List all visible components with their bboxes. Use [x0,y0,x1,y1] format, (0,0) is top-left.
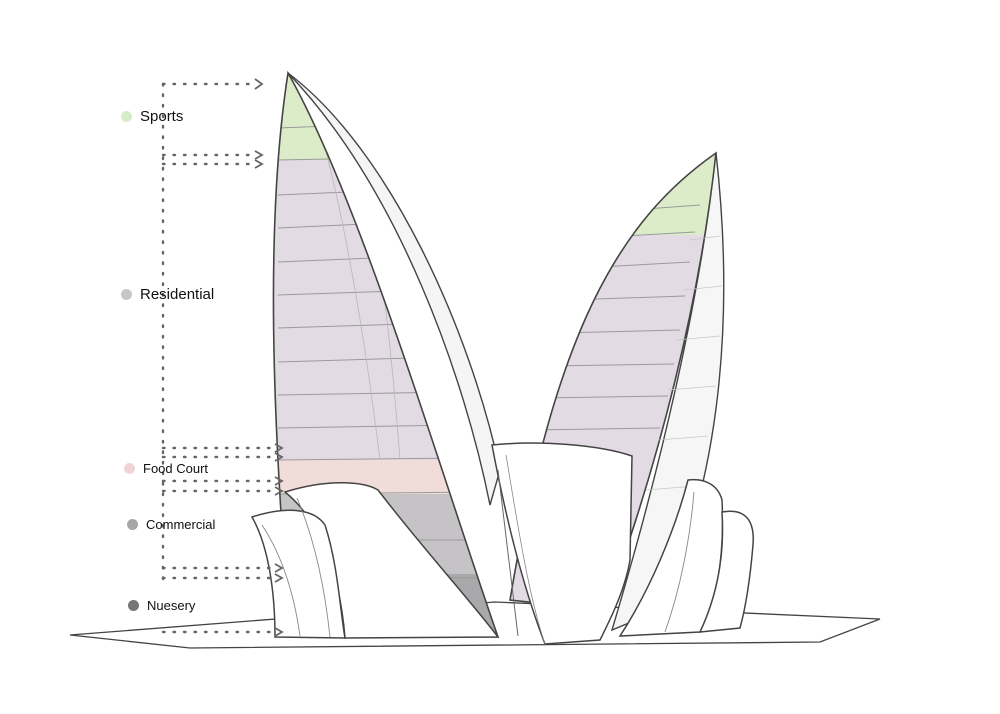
leader-arrowheads [254,78,284,637]
right-tower-fin [610,152,725,632]
legend-item-nursery: Nuesery [128,598,195,613]
left-zone-sports [273,73,498,130]
central-podium [491,442,633,645]
legend-label-nursery: Nuesery [147,598,196,613]
legend-item-sports: Sports [121,108,183,125]
right-zone-sports [510,153,716,235]
legend-dot-sports [121,111,132,122]
legend-dot-food-court [124,463,135,474]
left-tower-fin [287,72,501,506]
legend-item-commercial: Commercial [127,517,215,532]
legend-label-food-court: Food Court [143,461,209,476]
legend-dot-commercial [127,519,138,530]
legend-dot-residential [121,289,132,300]
right-outer-shell [698,510,754,633]
left-zone-sports-upper [273,130,498,160]
legend-item-residential: Residential [121,286,214,303]
left-zone-food-court [273,460,498,494]
legend-label-commercial: Commercial [146,517,216,532]
legend-leader-lines [161,82,274,634]
legend-item-food-court: Food Court [124,461,208,476]
legend-label-sports: Sports [140,108,184,125]
left-outer-shell [250,509,346,639]
legend-dot-nursery [128,600,139,611]
legend-label-residential: Residential [140,286,215,303]
